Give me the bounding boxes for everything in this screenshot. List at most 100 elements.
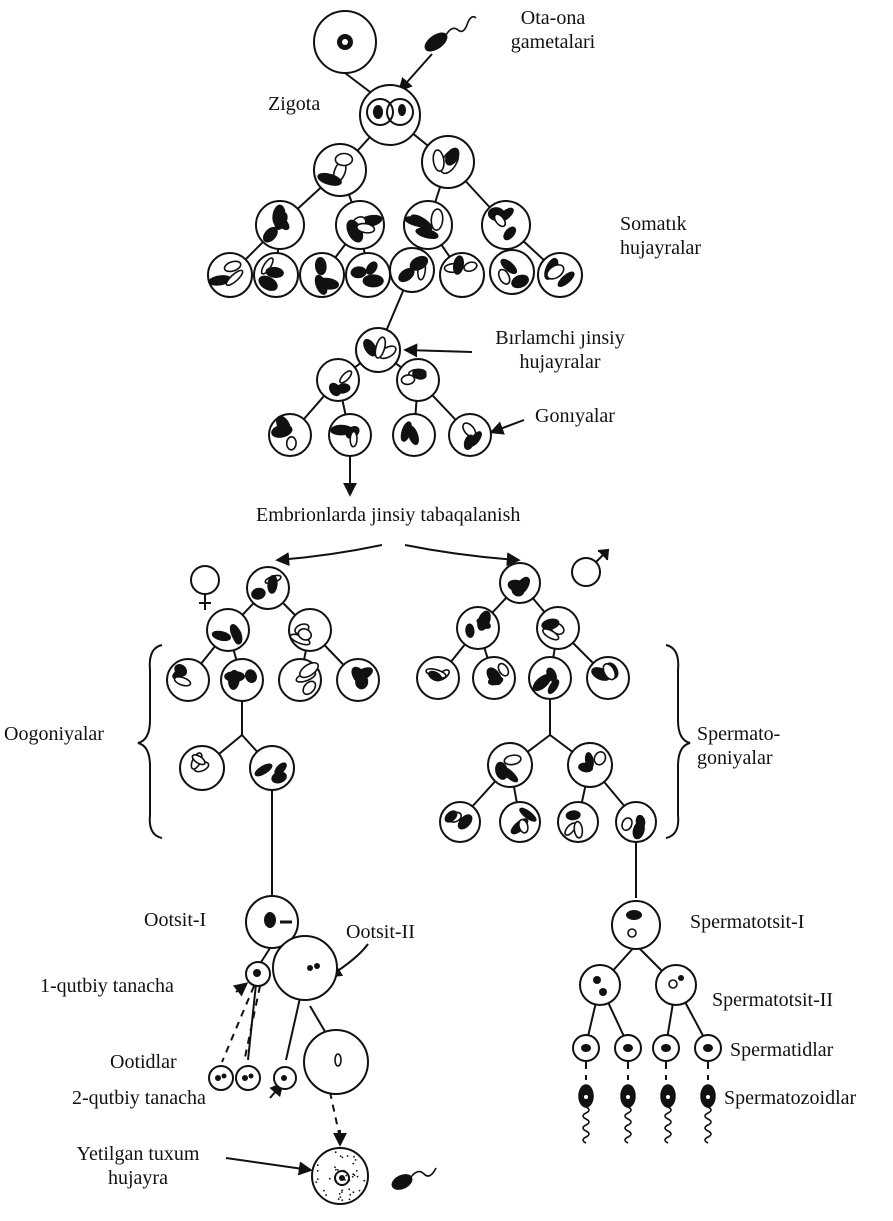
somatic-cell	[489, 249, 535, 295]
primary-germ-cell	[355, 327, 401, 373]
chromosome	[409, 255, 429, 271]
oocyte-1-cell	[245, 895, 299, 949]
chromosome	[497, 662, 510, 677]
somatic-cell	[253, 252, 299, 298]
somatic-cell	[537, 252, 583, 298]
oogonium-cell	[278, 658, 322, 702]
chromosome	[262, 226, 278, 243]
chromosome	[511, 583, 525, 597]
chromosome	[445, 147, 460, 166]
male-symbol	[571, 548, 610, 587]
oogonium-cell	[166, 658, 210, 702]
label-oogonia: Oogoniyalar	[4, 723, 104, 745]
chromosome	[541, 628, 560, 641]
gonium-cell	[328, 413, 372, 457]
polar-body-1-arrow	[232, 982, 249, 997]
chromosome	[602, 663, 617, 681]
spermatogonium-cell	[487, 742, 533, 788]
chromosome	[254, 763, 273, 777]
chromosome	[267, 575, 278, 594]
oogonium-cell	[288, 608, 332, 652]
chromosome	[302, 680, 317, 696]
germ-cell	[316, 358, 360, 402]
chromosome	[276, 415, 291, 435]
chromosome	[503, 226, 517, 241]
label-mature-egg-line2: hujayra	[108, 1167, 168, 1189]
chromosome	[355, 674, 369, 690]
label-mature-egg: Yetilgan tuxum hujayra	[48, 1142, 228, 1190]
chromosome	[258, 275, 278, 291]
chromosome	[465, 623, 475, 638]
chromosome	[412, 368, 427, 380]
spermatogonium-cell	[536, 606, 580, 650]
spermatogonium-cell	[499, 562, 541, 604]
chromosome	[328, 382, 341, 397]
chromosome	[541, 618, 560, 630]
label-polar-body-1: 1-qutbiy tanacha	[40, 975, 174, 997]
chromosome	[500, 766, 519, 783]
chromosome	[621, 817, 633, 832]
chromosome	[339, 370, 353, 384]
chromosome	[330, 424, 353, 436]
polar-body-2-cell	[273, 1066, 297, 1090]
label-spermatozoa: Spermatozoidlar	[724, 1087, 857, 1109]
chromosome	[453, 255, 464, 275]
somatic-cell	[207, 252, 253, 298]
chromosome	[565, 810, 581, 821]
chromosome	[400, 374, 416, 386]
spermatogonium-cell	[499, 801, 541, 843]
chromosome	[578, 762, 594, 773]
chromosome	[272, 204, 286, 227]
somatic-cell	[299, 252, 345, 298]
chromosome	[503, 754, 522, 766]
germ-cell	[396, 358, 440, 402]
to-male-arrow	[404, 544, 521, 567]
chromosome	[486, 667, 502, 686]
spermatozoon	[620, 1084, 636, 1144]
spermatid-cell	[652, 1034, 680, 1062]
chromosome	[225, 269, 244, 287]
spermatogonium-cell	[557, 801, 599, 843]
chromosome	[297, 628, 313, 641]
label-oocyte-1: Ootsit-I	[144, 909, 207, 931]
spermatid-cell	[614, 1034, 642, 1062]
chromosome	[349, 430, 358, 448]
chromosome	[415, 227, 439, 240]
spermatogonium-cell	[472, 656, 516, 700]
chromosome	[457, 814, 473, 830]
chromosome	[350, 266, 367, 279]
label-spermatogonia-line1: Spermato-	[697, 723, 781, 745]
mature-egg-label-arrow	[225, 1157, 313, 1176]
gonium-cell	[448, 413, 492, 457]
chromosome	[251, 587, 266, 600]
somatic-cell	[313, 143, 367, 197]
spermatogonia-brace	[665, 644, 691, 839]
chromosome	[224, 671, 245, 682]
oocyte-2-cell	[272, 935, 338, 1001]
female-symbol	[190, 565, 220, 610]
chromosome	[274, 762, 287, 776]
label-polar-body-2: 2-qutbiy tanacha	[72, 1087, 206, 1109]
oogonium-cell	[246, 566, 290, 610]
spermatogonium-cell	[567, 742, 613, 788]
gonium-cell	[392, 413, 436, 457]
parent-egg-cell	[313, 10, 377, 74]
chromosome	[477, 610, 491, 631]
chromosome	[355, 222, 376, 234]
label-spermatogonia-line2: goniyalar	[697, 747, 773, 769]
ootid-cell	[235, 1065, 261, 1091]
zygote-cell	[359, 84, 421, 146]
label-gonia: Gonıyalar	[535, 405, 615, 427]
polar-body-1-cell	[245, 961, 271, 987]
somatic-cell	[335, 200, 385, 250]
chromosome	[430, 208, 444, 231]
label-somatic-line2: hujayralar	[620, 237, 702, 259]
chromosome	[463, 261, 478, 273]
chromosome	[500, 258, 518, 275]
oogonium-cell	[249, 745, 295, 791]
chromosome	[546, 667, 557, 683]
chromosome	[547, 679, 560, 695]
chromosome	[211, 630, 232, 642]
oogonium-cell	[220, 658, 264, 702]
spermatogonium-cell	[416, 656, 460, 700]
